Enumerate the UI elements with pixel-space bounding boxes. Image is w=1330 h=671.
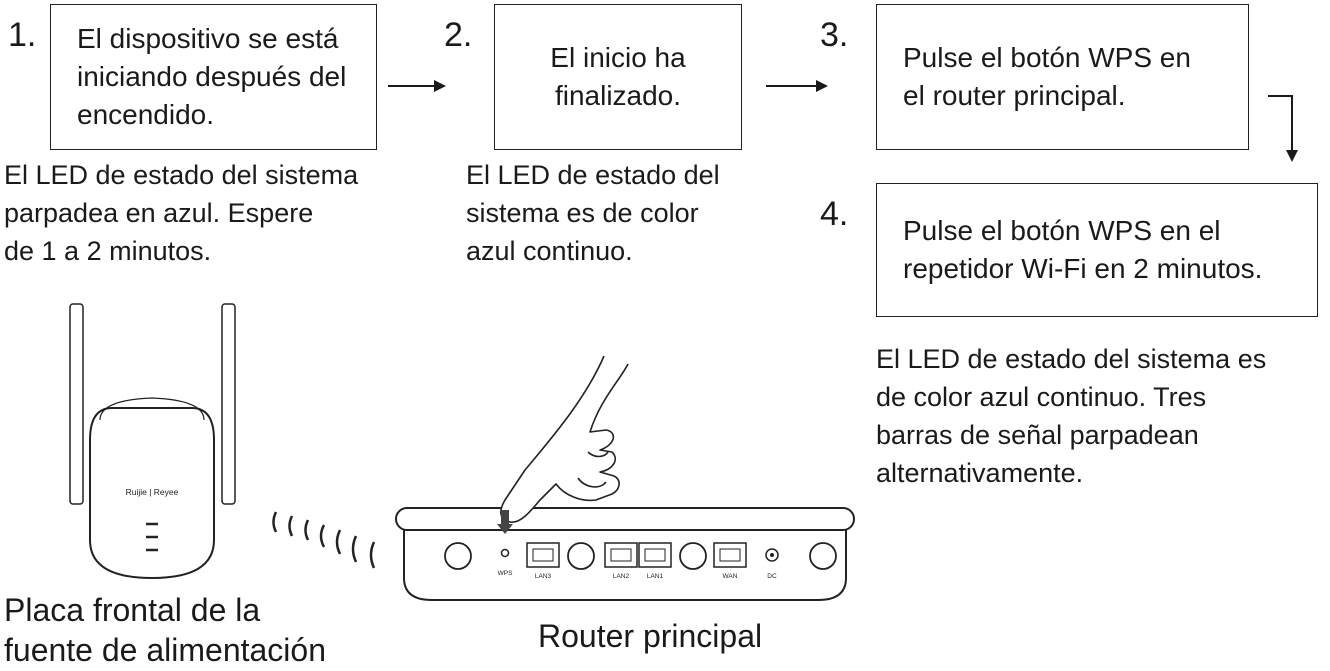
repeater-body (89, 407, 215, 580)
wan-port (713, 542, 747, 568)
step-4-number: 4. (820, 195, 849, 233)
wps-button (500, 548, 510, 558)
repeater-caption: Placa frontal de la fuente de alimentaci… (4, 592, 326, 668)
arrow-3-to-4 (1268, 95, 1298, 162)
wireless-waves (272, 511, 376, 569)
step-2-description: El LED de estado del sistema es de color… (466, 160, 720, 266)
step-3-number: 3. (820, 16, 849, 54)
step-4-description: El LED de estado del sistema es de color… (876, 344, 1267, 488)
router-top-rim (395, 507, 855, 531)
step-2-text: El inicio ha finalizado. (550, 42, 686, 111)
router-antenna-port (444, 542, 472, 570)
lan2-port (604, 542, 638, 568)
svg-text:LAN1: LAN1 (647, 573, 664, 580)
step-2-box: El inicio ha finalizado. (494, 4, 742, 150)
step-1-box: El dispositivo se está iniciando después… (50, 4, 377, 150)
svg-text:DC: DC (767, 573, 777, 580)
step-2-number: 2. (444, 16, 473, 54)
press-down-arrow-icon (497, 510, 513, 534)
hand-pressing-icon (500, 355, 629, 523)
main-router-device: WPS LAN3 LAN2 LAN1 WAN DC (395, 507, 855, 601)
lan3-port (526, 542, 560, 568)
svg-text:LAN3: LAN3 (535, 573, 552, 580)
svg-text:LAN2: LAN2 (613, 573, 630, 580)
brand-logo: Ruijie | Reyee (126, 487, 179, 497)
step-4-text: Pulse el botón WPS en el repetidor Wi-Fi… (903, 215, 1263, 284)
router-caption: Router principal (538, 618, 763, 654)
lan1-port (638, 542, 672, 568)
antenna-right (221, 303, 236, 505)
step-3-box: Pulse el botón WPS en el router principa… (876, 4, 1249, 150)
step-1-description: El LED de estado del sistema parpadea en… (4, 160, 359, 266)
step-1-number: 1. (8, 16, 37, 54)
step-3-text: Pulse el botón WPS en el router principa… (903, 42, 1191, 111)
wifi-repeater-device: Ruijie | Reyee (69, 303, 236, 580)
step-1-text: El dispositivo se está iniciando después… (77, 23, 347, 130)
svg-text:WPS: WPS (498, 570, 513, 577)
step-4-box: Pulse el botón WPS en el repetidor Wi-Fi… (876, 183, 1318, 317)
antenna-left (69, 303, 84, 505)
svg-text:WAN: WAN (723, 573, 738, 580)
